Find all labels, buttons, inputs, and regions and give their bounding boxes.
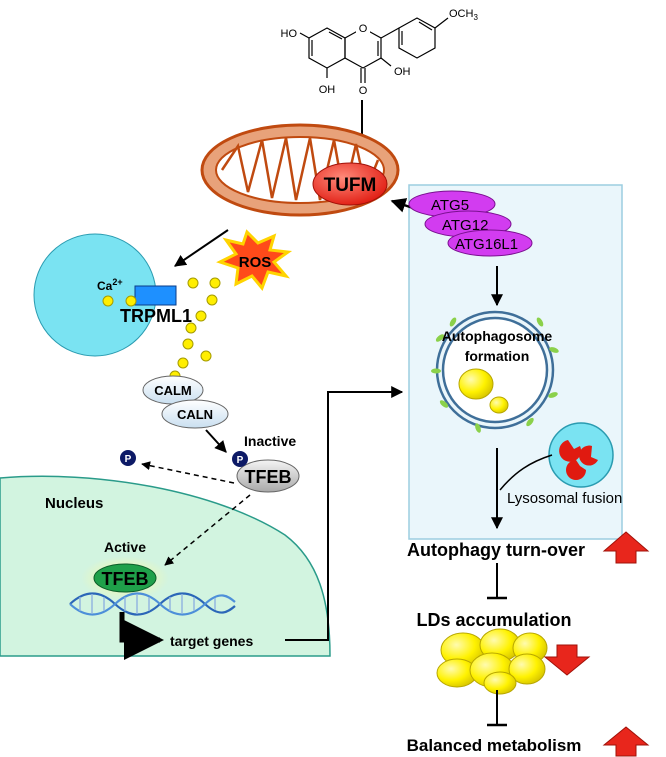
autophagy-turnover-label: Autophagy turn-over	[407, 540, 585, 560]
dashed-arrow-dephosphorylation	[141, 461, 235, 484]
lysosome	[548, 422, 614, 488]
dna-helix	[69, 592, 236, 616]
tfeb-active-label: TFEB	[102, 569, 149, 589]
up-arrow-icon	[602, 531, 650, 564]
atg12-label: ATG12	[442, 217, 488, 234]
tfeb-inactive	[236, 459, 300, 493]
phosphate-bound	[232, 451, 248, 467]
phosphate-released	[120, 450, 136, 466]
oh-right-label: OH	[394, 66, 411, 78]
phosphate-released-label: P	[125, 454, 132, 465]
phosphate-bound-label: P	[237, 455, 244, 466]
tufm-protein: TUFM	[312, 162, 388, 206]
calcium-dot	[182, 338, 194, 350]
caln-label: CALN	[177, 407, 213, 422]
up-arrow-icon	[602, 726, 650, 757]
calm-label: CALM	[154, 383, 192, 398]
atg5-label: ATG5	[431, 197, 469, 214]
lipid-droplet-cluster	[436, 628, 548, 695]
nucleus-label: Nucleus	[45, 495, 103, 512]
autophagosome-label-line1: Autophagosome	[442, 328, 553, 344]
lipid-droplet-large	[458, 368, 494, 400]
calcium-dot	[187, 277, 199, 289]
calcium-dot	[177, 357, 189, 369]
down-arrow-icon	[543, 644, 591, 676]
atg16l1-label: ATG16L1	[455, 236, 518, 253]
calcium-dot	[200, 350, 212, 362]
arrow-genes-to-autophagy	[285, 386, 404, 641]
calcium-dot	[209, 277, 221, 289]
inactive-label: Inactive	[244, 433, 296, 449]
atg16l1-protein	[447, 229, 533, 257]
transcription-arrow	[119, 612, 164, 660]
carbonyl-oxygen-label: O	[359, 85, 368, 97]
dashed-arrow-tfeb-nuclear-translocation	[164, 494, 251, 566]
calcium-dot	[102, 295, 114, 307]
ros-label: ROS	[239, 254, 272, 271]
ring-oxygen-label: O	[359, 23, 368, 35]
balanced-metabolism-label: Balanced metabolism	[407, 736, 582, 755]
trpml1-channel	[134, 285, 177, 306]
ho-left-label: HO	[281, 28, 298, 40]
lysosome-fusion-connector	[499, 454, 553, 491]
arrow-mito-to-trpml1	[174, 229, 229, 267]
calcium-dot	[125, 295, 137, 307]
och3-label: OCH3	[449, 8, 478, 22]
arrow-calcineurin-to-tfeb	[205, 429, 227, 453]
oh-bottom-label: OH	[319, 84, 336, 96]
ros-burst: ROS	[216, 229, 293, 291]
lysosomal-fusion-label: Lysosomal fusion	[507, 490, 622, 507]
autophagosome	[431, 310, 559, 433]
calcium-dot	[195, 310, 207, 322]
kaempferide-structure	[299, 17, 449, 83]
tfeb-active	[93, 563, 157, 593]
tfeb-inactive-label: TFEB	[245, 467, 292, 487]
trpml1-label: TRPML1	[120, 306, 192, 326]
target-genes-label: target genes	[170, 633, 253, 649]
autophagosome-label-line2: formation	[465, 348, 530, 364]
lipid-droplet-small	[489, 396, 509, 414]
atg-complex: ATG5 ATG12 ATG16L1	[408, 190, 533, 257]
calcium-dot	[206, 294, 218, 306]
lds-accumulation-label: LDs accumulation	[416, 610, 571, 630]
caln-protein	[161, 399, 229, 429]
calcium-dot	[185, 322, 197, 334]
calcium-ions	[169, 277, 221, 382]
calcium-label: Ca2+	[97, 277, 123, 293]
active-label: Active	[104, 539, 146, 555]
tufm-label: TUFM	[324, 175, 377, 196]
